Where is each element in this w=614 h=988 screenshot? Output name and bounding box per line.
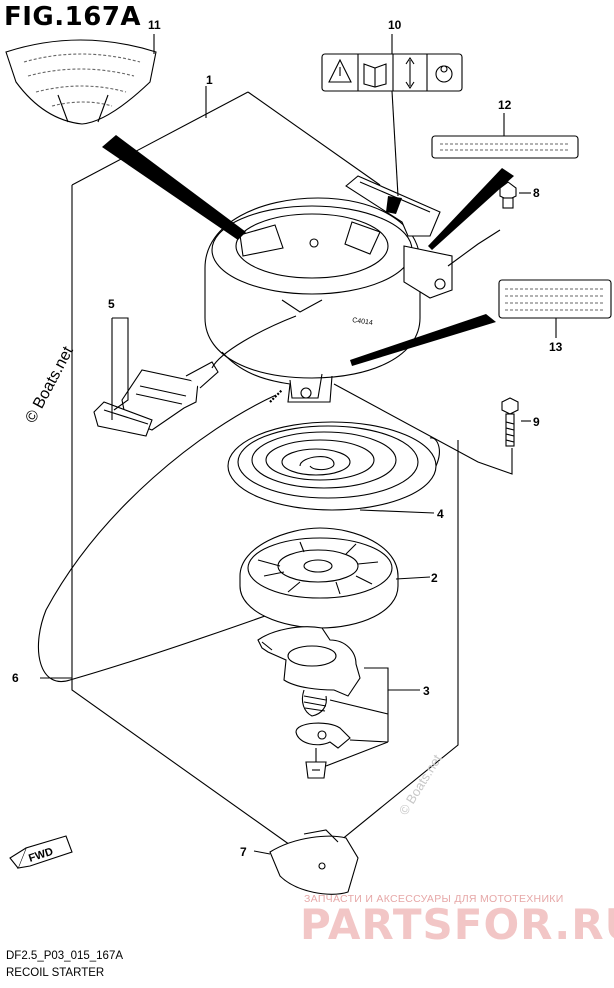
callout-3: 3 — [423, 684, 430, 698]
callout-5: 5 — [108, 297, 115, 311]
figure-title: FIG.167A — [4, 2, 142, 32]
copyright-watermark: © Boats.net — [23, 343, 78, 425]
part-bolt-8 — [499, 181, 517, 209]
callout-10: 10 — [388, 18, 402, 32]
callout-9: 9 — [533, 415, 540, 429]
watermark-brand: PARTSFOR.RU — [300, 900, 614, 949]
callout-13: 13 — [549, 340, 563, 354]
part-starter-case: C4014 — [204, 175, 453, 403]
part-recoil-spring — [227, 421, 440, 511]
callout-numbers: 1 2 3 4 5 6 7 8 9 10 11 12 13 — [12, 18, 563, 859]
callout-1: 1 — [206, 73, 213, 87]
part-label-12 — [431, 135, 579, 159]
fwd-badge-icon — [9, 835, 73, 869]
callout-8: 8 — [533, 186, 540, 200]
part-label-13 — [498, 279, 612, 319]
callout-11: 11 — [148, 18, 161, 32]
part-warning-label — [321, 53, 463, 92]
callout-6: 6 — [12, 671, 19, 685]
callout-4: 4 — [437, 507, 444, 521]
leader-lines — [40, 34, 557, 855]
callout-7: 7 — [240, 845, 247, 859]
pointer-wedges — [102, 135, 514, 366]
figure-caption: RECOIL STARTER — [6, 967, 105, 979]
copyright-watermark-faint: © Boats.net — [396, 752, 445, 818]
part-starter-reel — [239, 527, 399, 629]
figure-code: DF2.5_P03_015_167A — [6, 950, 124, 962]
warning-triangle-icon — [328, 58, 352, 83]
part-bolt-9 — [501, 397, 519, 447]
part-guide-plate — [269, 829, 359, 895]
callout-12: 12 — [498, 98, 512, 112]
part-ratchet-set — [257, 626, 361, 779]
svg-text:C4014: C4014 — [352, 317, 374, 327]
part-curved-label — [5, 39, 157, 125]
part-starter-handle — [93, 361, 219, 437]
watermark-caption: ЗАПЧАСТИ И АКСЕССУАРЫ ДЛЯ МОТОТЕХНИКИ — [304, 893, 564, 905]
callout-2: 2 — [431, 571, 438, 585]
